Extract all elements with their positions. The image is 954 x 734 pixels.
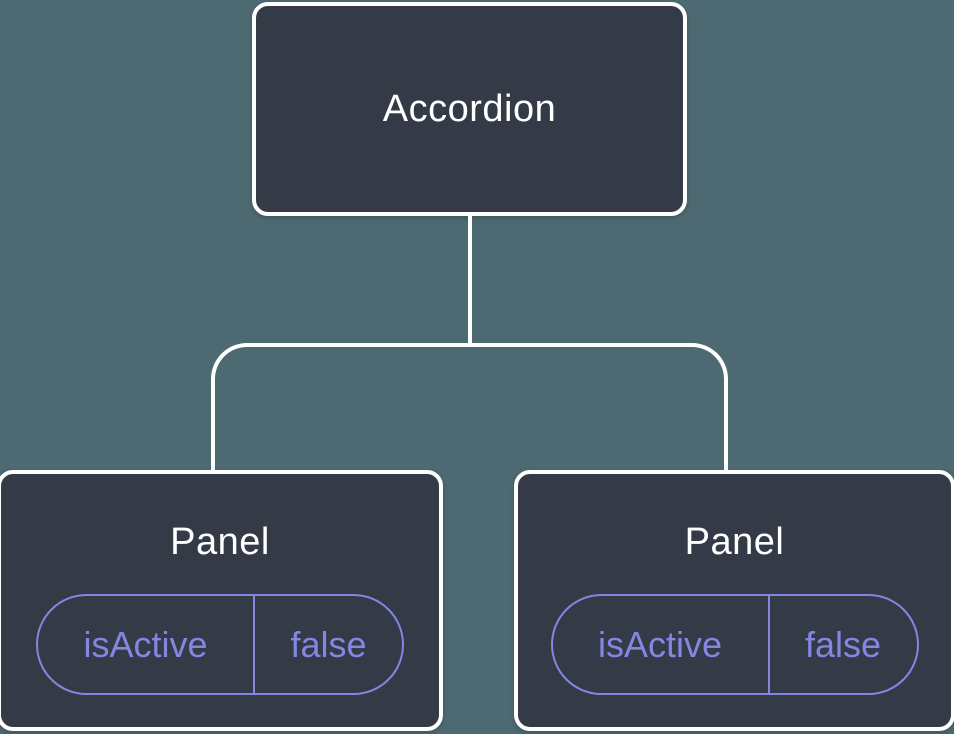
node-accordion-label: Accordion: [382, 88, 557, 130]
prop-pill-right: isActive false: [550, 594, 919, 695]
node-panel-right: Panel isActive false: [514, 470, 954, 731]
prop-pill-left: isActive false: [36, 594, 404, 695]
prop-name-left: isActive: [83, 623, 208, 665]
node-panel-left-label: Panel: [170, 521, 270, 563]
connector-bracket: [211, 343, 728, 470]
node-panel-left: Panel isActive false: [0, 470, 443, 731]
prop-name-right: isActive: [597, 623, 723, 665]
prop-value-left: false: [253, 596, 402, 693]
node-accordion: Accordion: [252, 2, 687, 216]
node-panel-right-label: Panel: [684, 521, 785, 563]
connector-stem: [468, 214, 472, 345]
prop-value-right: false: [767, 596, 917, 693]
